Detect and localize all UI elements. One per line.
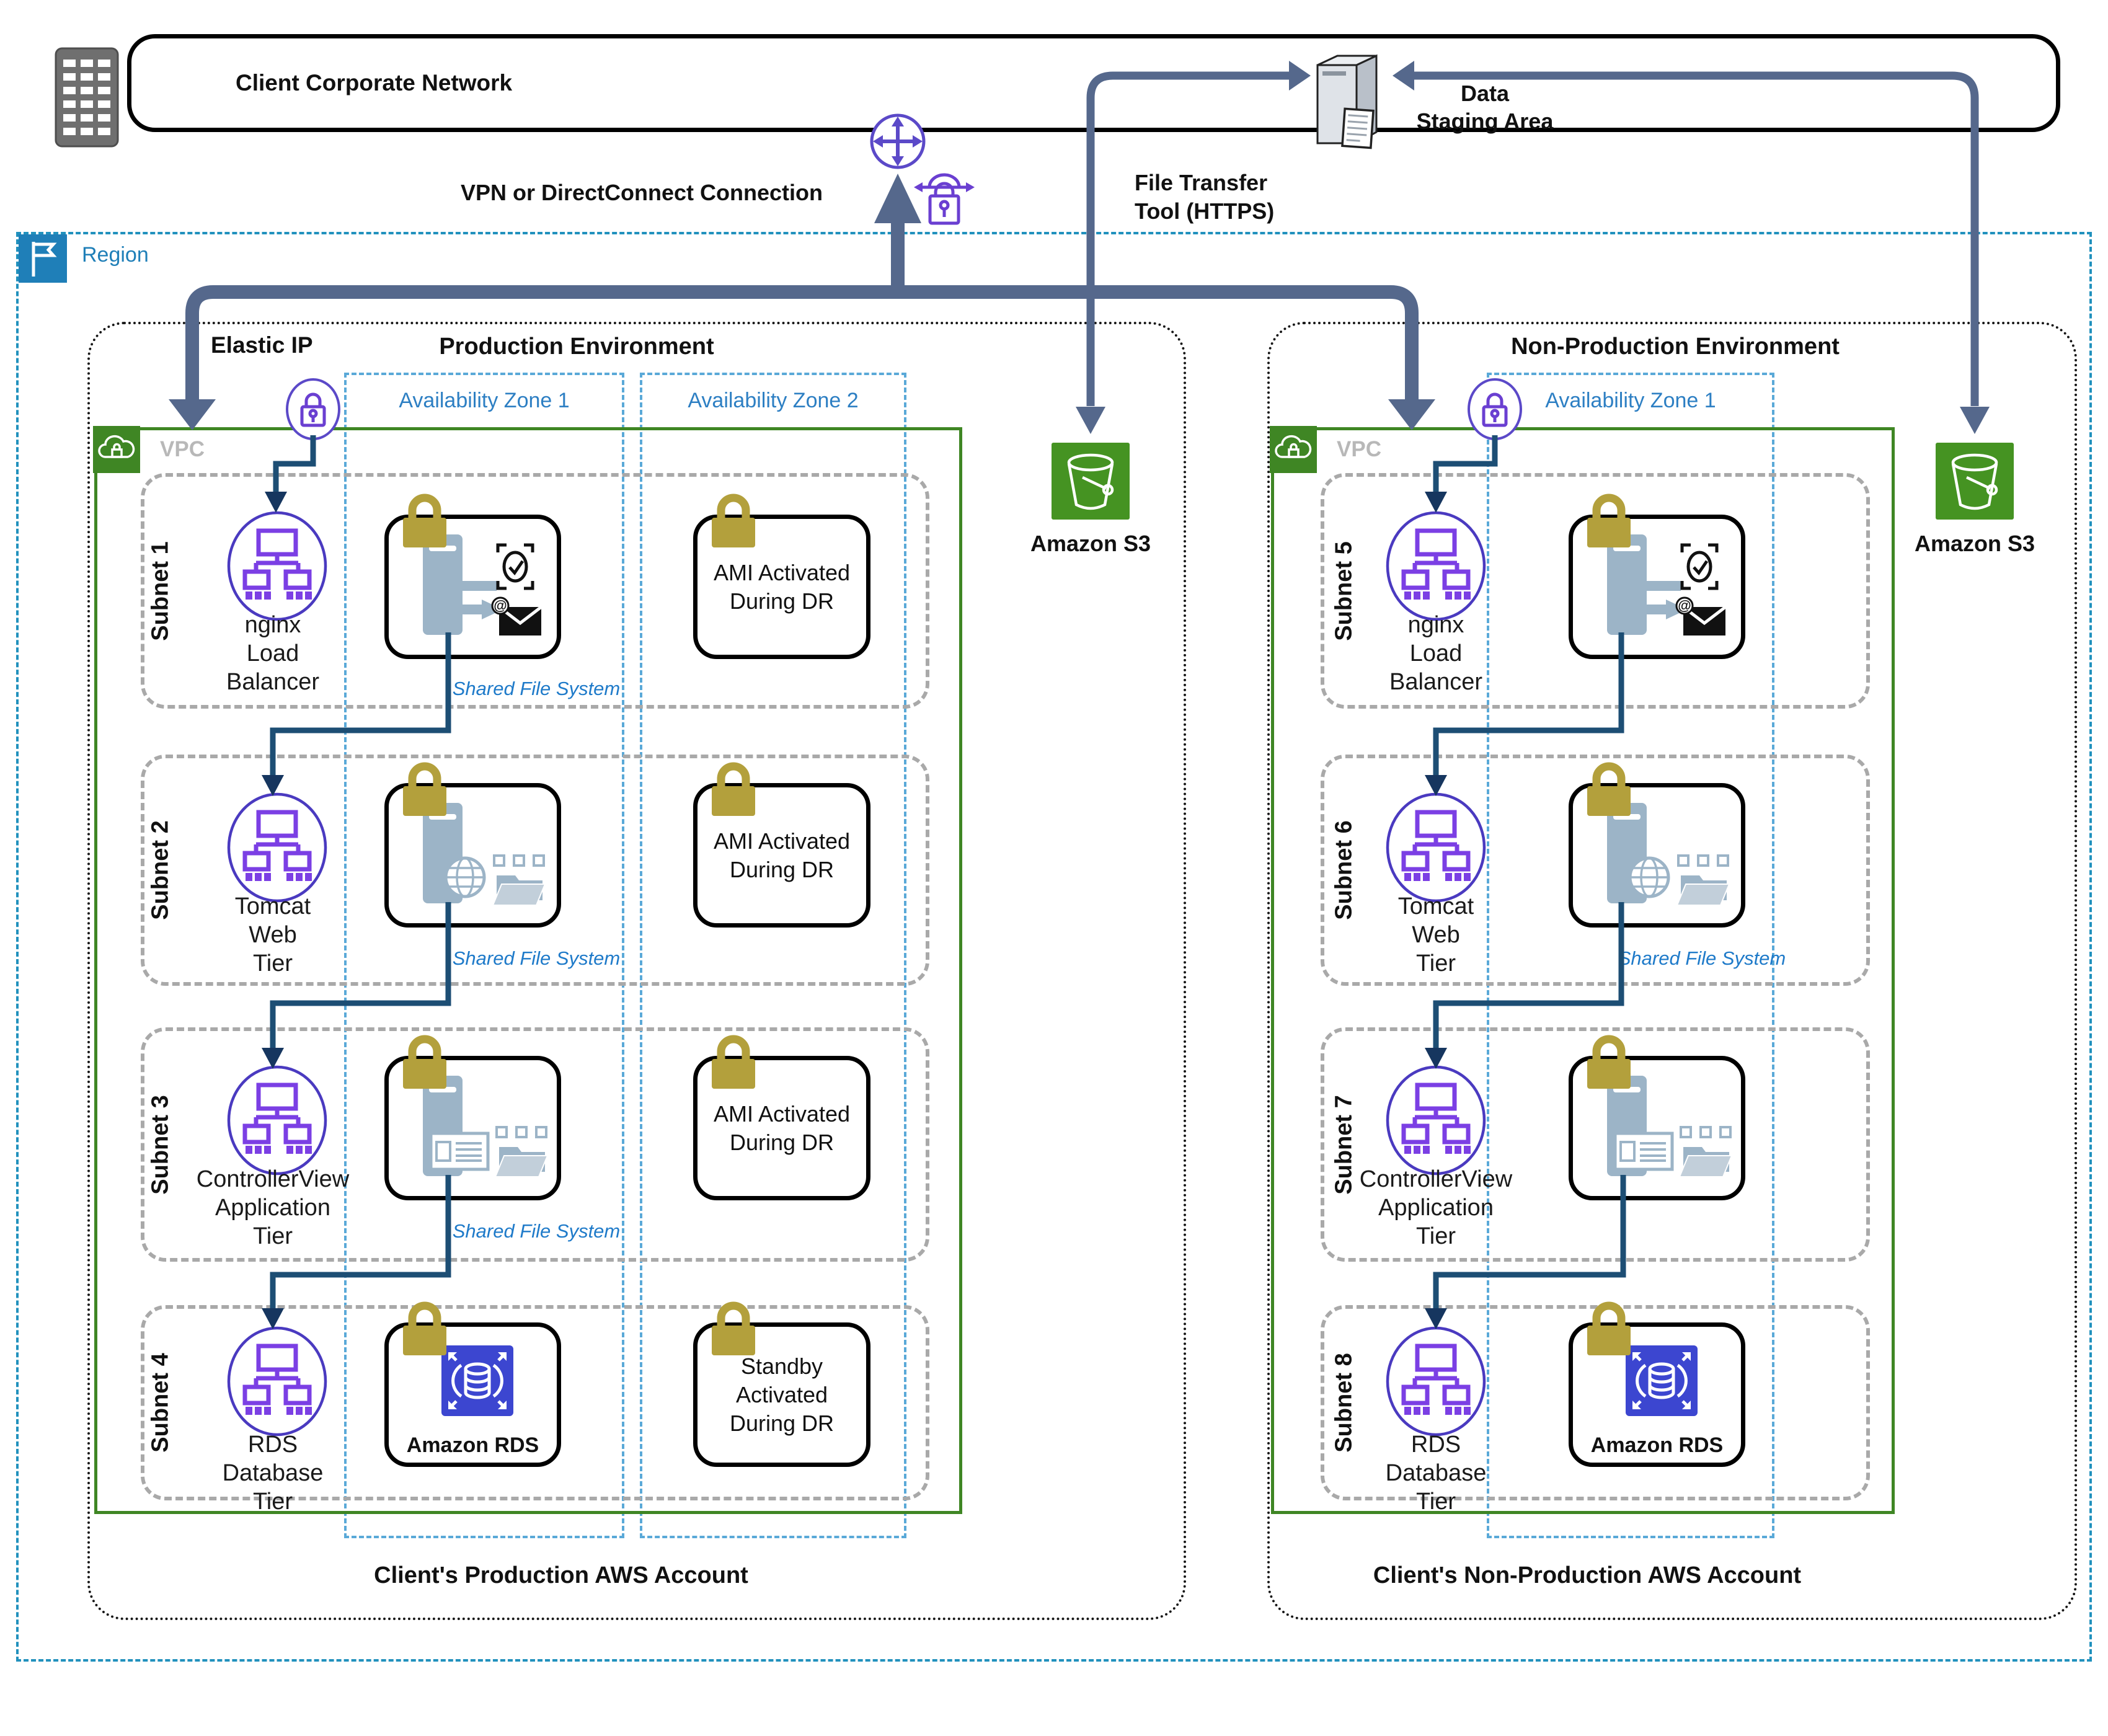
corporate-network-label: Client Corporate Network <box>236 70 513 95</box>
file-transfer-label-line1: File Transfer <box>1135 170 1268 195</box>
nonproduction-environment-title: Non-Production Environment <box>1511 334 1840 360</box>
lock-icon <box>701 755 766 817</box>
production-vpc-box <box>94 427 962 1514</box>
shared-folder-icon <box>492 875 546 906</box>
data-staging-label-line1: Data <box>1460 81 1510 106</box>
nonprod-tomcat-icon <box>1383 789 1489 906</box>
content-squares-icon <box>493 854 545 867</box>
nonprod-rds-tier-icon <box>1383 1322 1489 1440</box>
corporate-building-icon <box>55 47 119 148</box>
vpn-gateway-icon <box>869 113 926 170</box>
content-squares-icon <box>1680 1126 1732 1138</box>
lock-icon <box>392 487 458 549</box>
prod-nginx-lb-icon <box>224 507 330 625</box>
nonprod-amazon-s3-label: Amazon S3 <box>1914 531 2035 556</box>
content-squares-icon <box>495 1126 547 1138</box>
nonprod-az1-label: Availability Zone 1 <box>1545 389 1716 412</box>
shared-folder-icon <box>495 1146 548 1177</box>
lock-icon <box>392 755 458 817</box>
elastic-ip-label: Elastic IP <box>211 332 313 358</box>
lock-icon <box>392 1295 458 1357</box>
amazon-rds-label: Amazon RDS <box>406 1433 539 1457</box>
nonprod-vpc-lock-icon <box>1465 376 1525 443</box>
nonprod-amazon-s3-icon <box>1936 443 2014 520</box>
vpn-lock-icon <box>913 162 976 228</box>
prod-rds-tier-icon <box>224 1322 330 1440</box>
production-account-label: Client's Production AWS Account <box>374 1562 748 1588</box>
region-icon <box>19 234 67 283</box>
lock-icon <box>392 1028 458 1090</box>
prod-tomcat-icon <box>224 789 330 906</box>
subnet-3-box <box>141 1027 929 1262</box>
nonprod-controllerview-icon <box>1383 1061 1489 1179</box>
lock-icon <box>1576 1295 1642 1357</box>
prod-amazon-s3-label: Amazon S3 <box>1030 531 1151 556</box>
shared-fs-label-subnet1: Shared File System <box>452 678 621 699</box>
lock-icon <box>701 1028 766 1090</box>
prod-az1-label: Availability Zone 1 <box>399 389 570 412</box>
shared-folder-icon <box>1676 875 1730 906</box>
prod-vpc-label: VPC <box>160 437 205 461</box>
data-staging-server-icon <box>1316 55 1378 149</box>
web-globe-icon <box>443 856 487 899</box>
subnet-1-box <box>141 473 929 709</box>
monitoring-check-icon <box>1680 542 1719 591</box>
web-globe-icon <box>1628 856 1671 899</box>
shared-fs-label-subnet2: Shared File System <box>452 947 621 969</box>
email-notification-icon <box>493 598 541 636</box>
subnet-4-box <box>141 1305 929 1500</box>
prod-vpc-icon <box>92 425 141 474</box>
amazon-rds-label: Amazon RDS <box>1590 1433 1724 1457</box>
app-card-icon <box>1615 1133 1672 1169</box>
subnet-2-box <box>141 755 929 986</box>
data-staging-label-line2: Staging Area <box>1416 108 1554 134</box>
vpn-connection-label: VPN or DirectConnect Connection <box>460 180 823 205</box>
file-transfer-label-line2: Tool (HTTPS) <box>1135 198 1275 224</box>
region-label: Region <box>82 243 149 267</box>
shared-fs-label-subnet3: Shared File System <box>452 1220 621 1242</box>
nonproduction-vpc-box <box>1271 427 1895 1514</box>
shared-folder-icon <box>1679 1146 1732 1177</box>
monitoring-check-icon <box>495 542 535 591</box>
prod-az2-label: Availability Zone 2 <box>688 389 859 412</box>
prod-amazon-s3-icon <box>1052 443 1130 520</box>
prod-controllerview-icon <box>224 1061 330 1179</box>
email-notification-icon <box>1677 598 1725 636</box>
production-environment-title: Production Environment <box>439 334 714 360</box>
lock-icon <box>1576 755 1642 817</box>
nonprod-vpc-label: VPC <box>1337 437 1381 461</box>
nonproduction-account-label: Client's Non-Production AWS Account <box>1373 1562 1802 1588</box>
nonprod-vpc-icon <box>1269 425 1318 474</box>
content-squares-icon <box>1677 854 1729 867</box>
nonprod-nginx-lb-icon <box>1383 507 1489 625</box>
lock-icon <box>701 487 766 549</box>
prod-vpc-lock-icon <box>283 376 343 443</box>
lock-icon <box>1576 1028 1642 1090</box>
shared-fs-label-subnet6: Shared File System <box>1618 947 1786 969</box>
lock-icon <box>701 1295 766 1357</box>
lock-icon <box>1576 487 1642 549</box>
app-card-icon <box>431 1133 488 1169</box>
